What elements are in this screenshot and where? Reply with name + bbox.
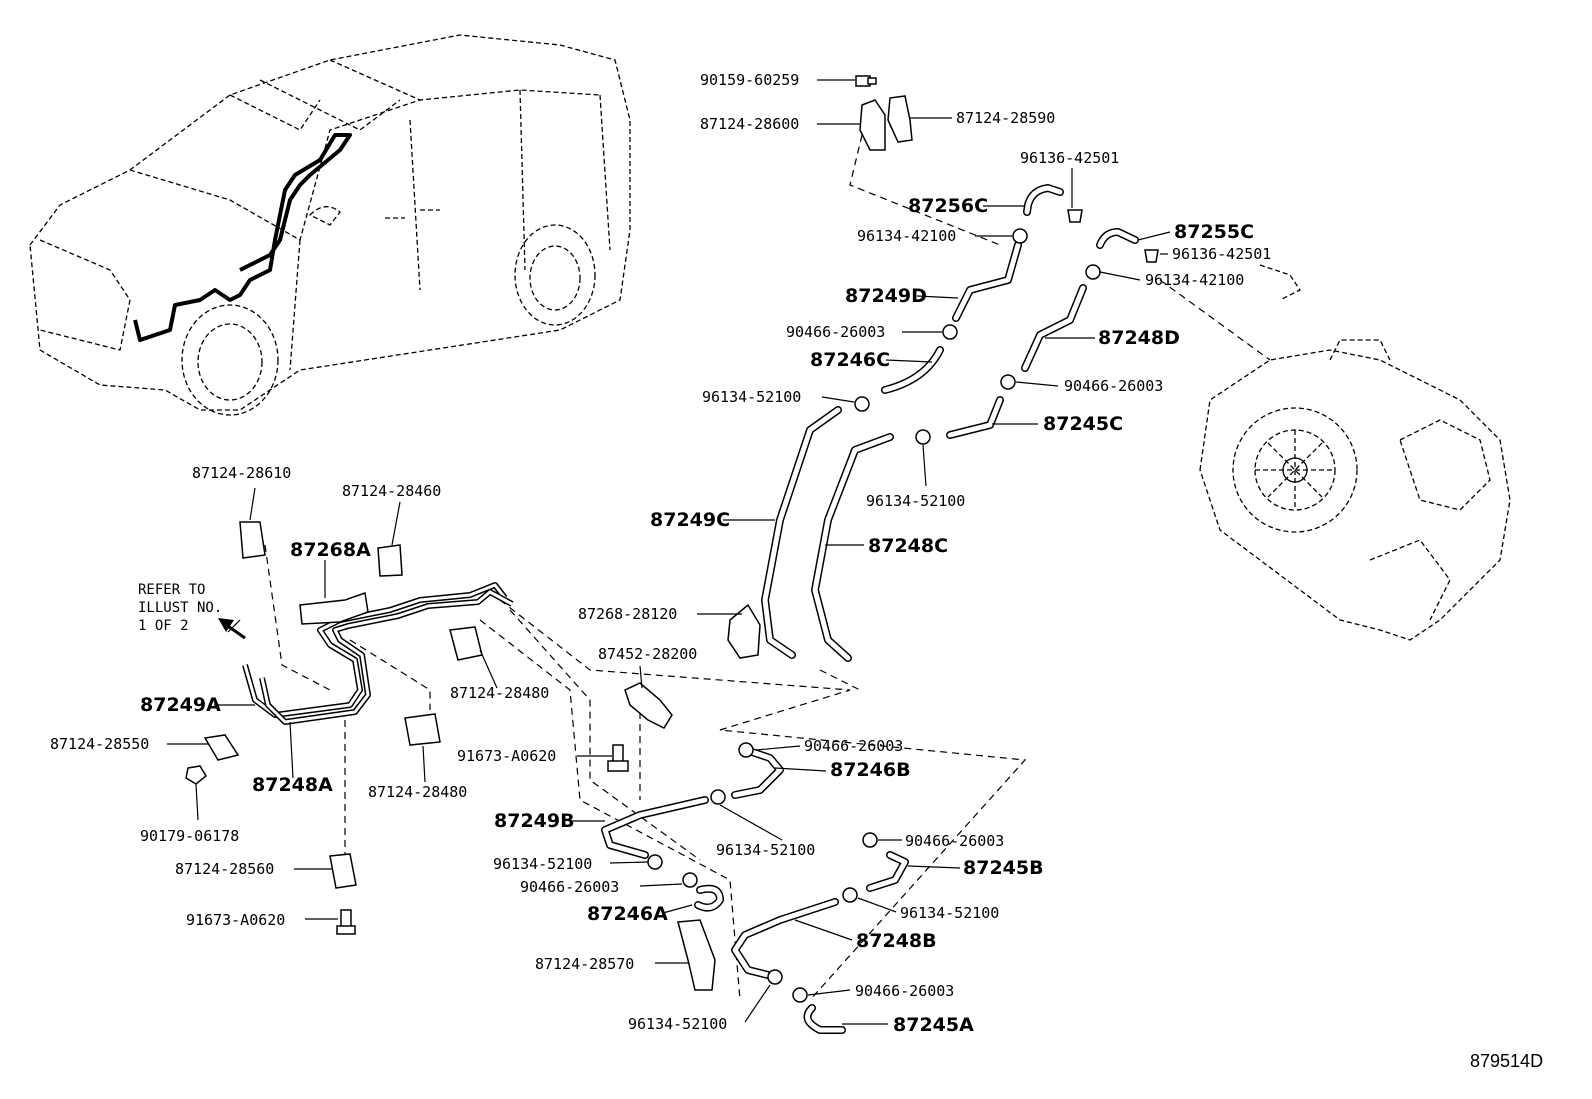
refer-note: REFER TO ILLUST NO. 1 OF 2 <box>138 582 246 640</box>
leader-lines <box>167 79 1171 1025</box>
callout-87256C: 87256C <box>908 195 988 217</box>
callout-96134-52100-c: 96134-52100 <box>716 841 815 859</box>
refer-note-line-1: REFER TO <box>138 582 205 598</box>
small-parts <box>185 75 1159 1003</box>
callout-90179-06178: 90179-06178 <box>140 827 239 845</box>
callout-96134-42100-a: 96134-42100 <box>857 227 956 245</box>
callout-87245C: 87245C <box>1043 413 1123 435</box>
callout-90466-26003-d: 90466-26003 <box>905 832 1004 850</box>
callout-87124-28480-a: 87124-28480 <box>450 684 549 702</box>
callout-87124-28480-b: 87124-28480 <box>368 783 467 801</box>
callout-87249B: 87249B <box>494 810 575 832</box>
callout-87124-28560: 87124-28560 <box>175 860 274 878</box>
refer-arrow-icon <box>218 618 234 632</box>
heater-unit-illustration <box>1199 264 1511 641</box>
callout-96136-42501-b: 96136-42501 <box>1172 245 1271 263</box>
hoses <box>242 184 1139 1034</box>
callout-96134-42100-b: 96134-42100 <box>1145 271 1244 289</box>
diagram-reference-id: 879514D <box>1470 1051 1543 1071</box>
callout-87124-28610: 87124-28610 <box>192 464 291 482</box>
callout-96134-52100-f: 96134-52100 <box>628 1015 727 1033</box>
callout-91673-A0620-b: 91673-A0620 <box>186 911 285 929</box>
callout-87245A: 87245A <box>893 1014 974 1036</box>
callout-87268-28120: 87268-28120 <box>578 605 677 623</box>
callout-87246A: 87246A <box>587 903 668 925</box>
callout-87124-28550: 87124-28550 <box>50 735 149 753</box>
callout-labels: 90159-60259 87124-28600 87124-28590 9613… <box>50 71 1271 1036</box>
refer-note-line-3: 1 OF 2 <box>138 618 189 634</box>
callout-87245B: 87245B <box>963 857 1044 879</box>
callout-87248C: 87248C <box>868 535 948 557</box>
callout-87124-28590: 87124-28590 <box>956 109 1055 127</box>
callout-87248B: 87248B <box>856 930 937 952</box>
callout-96136-42501-a: 96136-42501 <box>1020 149 1119 167</box>
callout-96134-52100-b: 96134-52100 <box>866 492 965 510</box>
vehicle-illustration <box>29 34 631 416</box>
callout-96134-52100-d: 96134-52100 <box>493 855 592 873</box>
callout-87452-28200: 87452-28200 <box>598 645 697 663</box>
callout-87246B: 87246B <box>830 759 911 781</box>
callout-90466-26003-e: 90466-26003 <box>520 878 619 896</box>
callout-90466-26003-f: 90466-26003 <box>855 982 954 1000</box>
reference-dashed-lines <box>264 134 1271 1001</box>
callout-87249D: 87249D <box>845 285 927 307</box>
callout-87248D: 87248D <box>1098 327 1180 349</box>
callout-91673-A0620-a: 91673-A0620 <box>457 747 556 765</box>
callout-87246C: 87246C <box>810 349 890 371</box>
callout-87249A: 87249A <box>140 694 221 716</box>
callout-87124-28600: 87124-28600 <box>700 115 799 133</box>
callout-96134-52100-a: 96134-52100 <box>702 388 801 406</box>
callout-87249C: 87249C <box>650 509 730 531</box>
callout-87248A: 87248A <box>252 774 333 796</box>
callout-87268A: 87268A <box>290 539 371 561</box>
callout-90466-26003-b: 90466-26003 <box>1064 377 1163 395</box>
callout-87124-28570: 87124-28570 <box>535 955 634 973</box>
callout-90159-60259: 90159-60259 <box>700 71 799 89</box>
callout-87255C: 87255C <box>1174 221 1254 243</box>
callout-96134-52100-e: 96134-52100 <box>900 904 999 922</box>
callout-90466-26003-a: 90466-26003 <box>786 323 885 341</box>
callout-90466-26003-c: 90466-26003 <box>804 737 903 755</box>
refer-note-line-2: ILLUST NO. <box>138 600 222 616</box>
callout-87124-28460: 87124-28460 <box>342 482 441 500</box>
